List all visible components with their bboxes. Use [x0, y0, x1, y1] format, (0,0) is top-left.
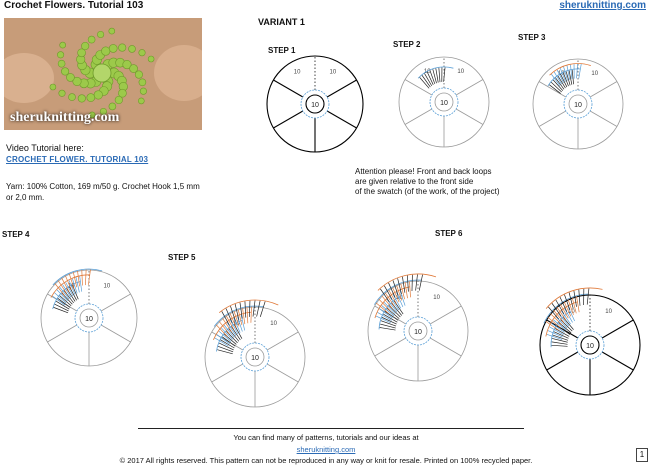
- stitch-diagram: 10 10 10: [398, 56, 490, 148]
- stitch-diagram: 10 10 10: [532, 58, 624, 150]
- center-count-label: 10: [440, 100, 448, 107]
- center-count-label: 10: [251, 355, 259, 362]
- video-tutorial-label: Video Tutorial here:: [6, 143, 84, 153]
- photo-bead: [114, 95, 123, 105]
- photo-bead: [101, 46, 111, 56]
- photo-bead: [88, 111, 96, 119]
- variant-label: VARIANT 1: [258, 17, 305, 27]
- page-number: 1: [636, 448, 648, 462]
- photo-bead: [108, 44, 118, 53]
- photo-bead: [58, 89, 66, 97]
- attention-line-2: are given relative to the front side: [355, 177, 474, 186]
- photo-bead: [77, 48, 86, 58]
- photo-bead: [59, 41, 67, 49]
- stitch-diagram: 10 10 10: [367, 273, 469, 382]
- attention-note: Attention please! Front and back loops a…: [355, 167, 555, 197]
- spoke-count-label: 10: [233, 321, 240, 327]
- photo-bead: [128, 45, 136, 53]
- spoke-count-label: 10: [68, 283, 75, 289]
- footer-link[interactable]: sheruknitting.com: [296, 445, 356, 454]
- photo-bead: [139, 87, 147, 95]
- step-5-label: STEP 5: [168, 253, 196, 262]
- photo-bead: [118, 88, 127, 98]
- photo-bead: [147, 55, 155, 63]
- photo-bead: [137, 97, 145, 105]
- footer-text: You can find many of patterns, tutorials…: [233, 433, 419, 442]
- photo-bead: [129, 64, 138, 73]
- yarn-info: Yarn: 100% Cotton, 169 m/50 g. Crochet H…: [6, 182, 200, 202]
- photo-flower-center: [92, 63, 112, 83]
- step-1-label: STEP 1: [268, 46, 296, 55]
- spoke-count-label: 10: [330, 69, 337, 75]
- stitch-diagram: 10 10 10: [40, 268, 138, 367]
- center-count-label: 10: [311, 102, 319, 109]
- photo-watermark: sheruknitting.com: [10, 110, 120, 125]
- spoke-count-label: 10: [433, 295, 440, 301]
- photo-bead: [77, 94, 86, 103]
- spoke-count-label: 10: [605, 309, 612, 315]
- attention-line-3: of the swatch (of the work, of the proje…: [355, 187, 500, 196]
- step-3-label: STEP 3: [518, 33, 546, 42]
- spoke-count-label: 10: [294, 69, 301, 75]
- photo-bead: [49, 83, 57, 91]
- step-6-label: STEP 6: [435, 229, 463, 238]
- spoke-count-label: 10: [558, 71, 565, 77]
- step-2-label: STEP 2: [393, 40, 421, 49]
- photo-bead: [72, 76, 82, 86]
- center-count-label: 10: [414, 329, 422, 336]
- video-tutorial-link[interactable]: CROCHET FLOWER. TUTORIAL 103: [6, 155, 149, 164]
- copyright-text: © 2017 All rights reserved. This pattern…: [119, 456, 533, 465]
- site-link[interactable]: sheruknitting.com: [559, 0, 646, 11]
- photo-bead: [97, 30, 105, 39]
- step-4-label: STEP 4: [2, 230, 30, 239]
- page-title: Crochet Flowers. Tutorial 103: [4, 0, 144, 11]
- spoke-count-label: 10: [568, 309, 575, 315]
- attention-line-1: Attention please! Front and back loops: [355, 167, 492, 176]
- stitch-diagram: 10 10 10: [539, 287, 641, 396]
- spoke-count-label: 10: [270, 321, 277, 327]
- spoke-count-label: 10: [396, 295, 403, 301]
- photo-bead: [108, 27, 116, 35]
- photo-bead: [66, 73, 75, 82]
- footer-divider: [138, 428, 524, 429]
- photo-bead: [61, 67, 70, 76]
- photo-bead: [118, 43, 127, 52]
- center-count-label: 10: [574, 102, 582, 109]
- spoke-count-label: 10: [591, 71, 598, 77]
- stitch-diagram: 10 10 10: [266, 55, 364, 153]
- center-count-label: 10: [586, 343, 594, 350]
- spoke-count-label: 10: [424, 69, 431, 75]
- spoke-count-label: 10: [457, 69, 464, 75]
- photo-bead: [57, 51, 65, 59]
- photo-bead: [81, 41, 90, 51]
- photo-bead: [138, 49, 146, 57]
- flower-photo: sheruknitting.com: [4, 18, 202, 130]
- photo-bead: [108, 102, 117, 111]
- photo-bead: [86, 93, 96, 102]
- center-count-label: 10: [85, 316, 93, 323]
- photo-bead: [93, 90, 103, 100]
- photo-bead: [68, 93, 76, 101]
- photo-bead: [87, 35, 96, 44]
- photo-bead: [138, 78, 147, 87]
- photo-bead: [57, 59, 66, 68]
- photo-bead: [122, 60, 132, 70]
- photo-bead: [99, 107, 107, 116]
- spoke-count-label: 10: [104, 283, 111, 289]
- stitch-diagram: 10 10 10: [204, 299, 306, 408]
- crochet-flower-image: [4, 18, 202, 130]
- photo-bead: [134, 70, 143, 79]
